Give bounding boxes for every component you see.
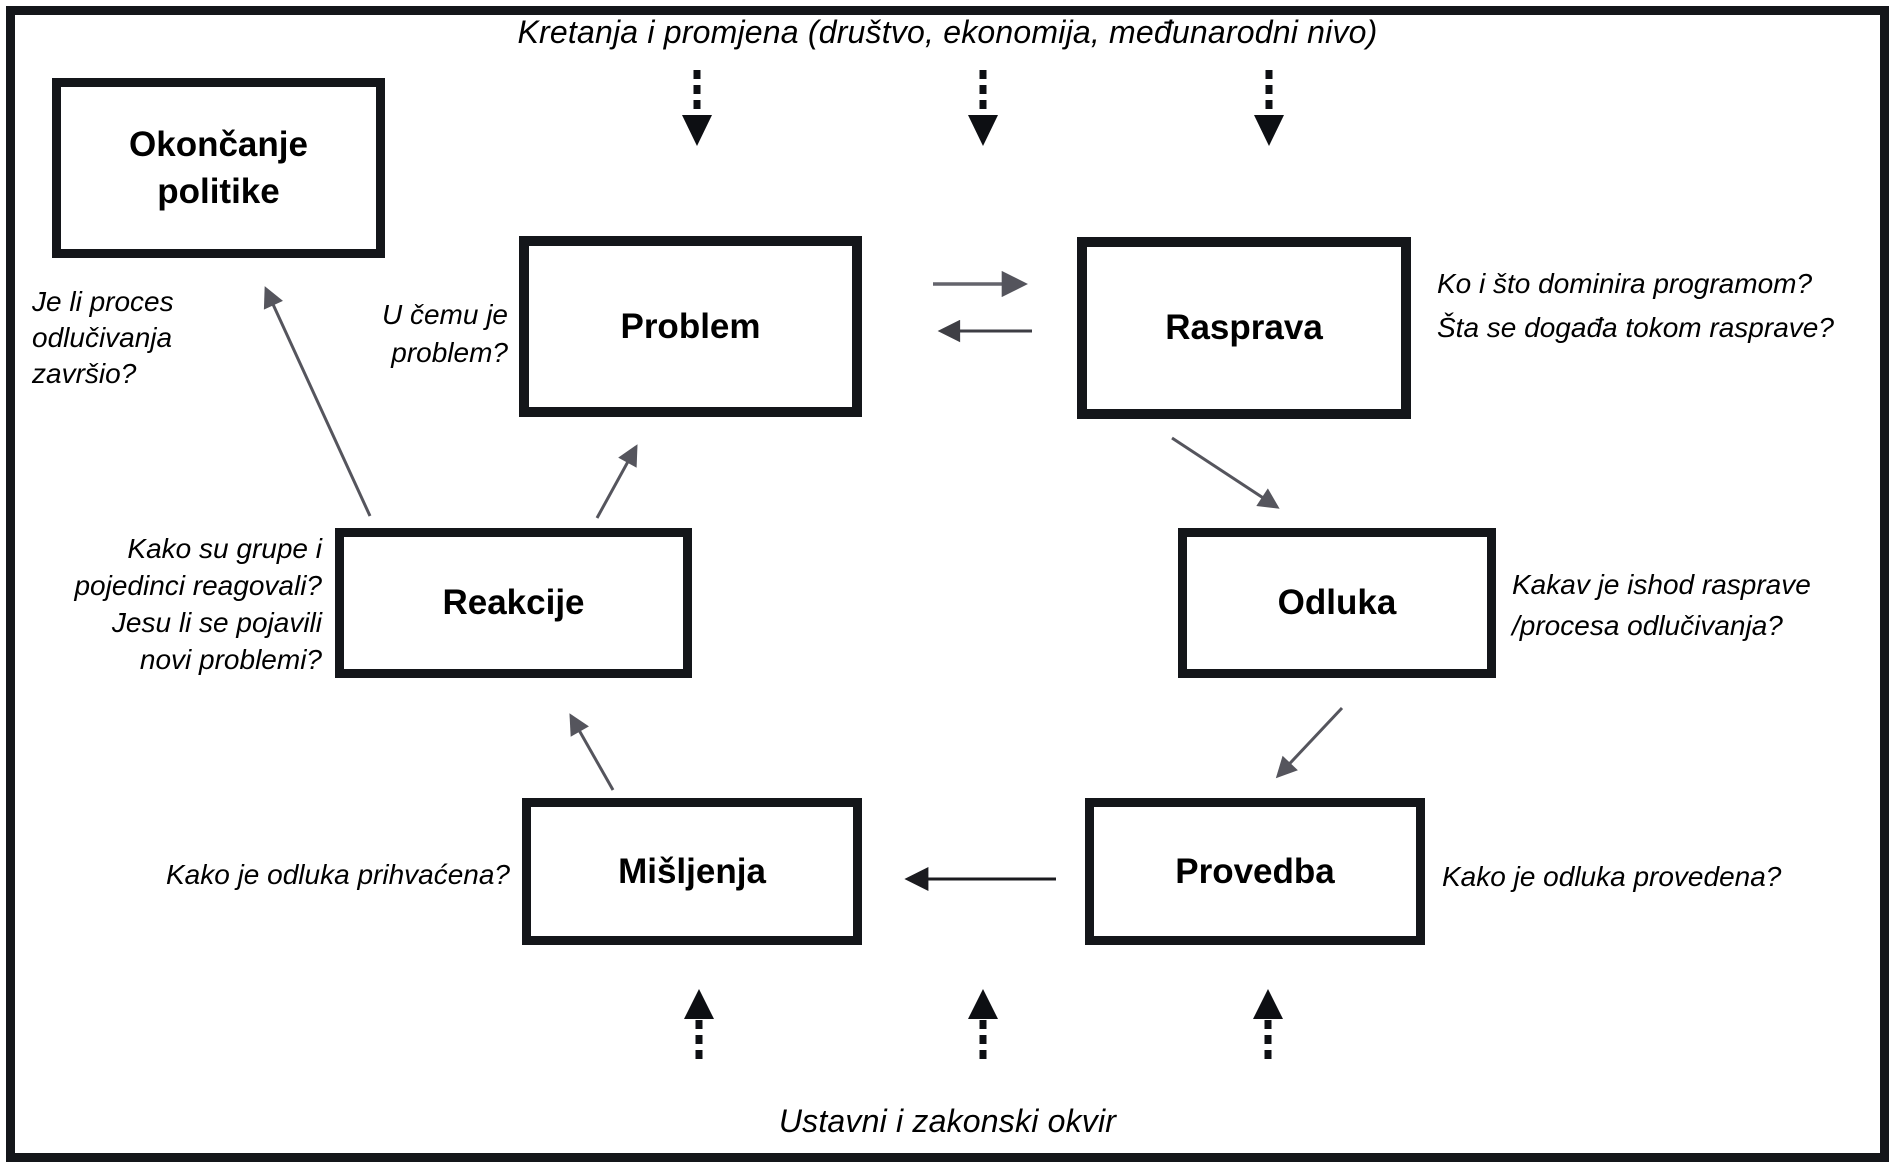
top-banner-text: Kretanja i promjena (društvo, ekonomija,… [517,14,1378,50]
question-line: Ko i što dominira programom? [1437,268,1813,299]
node-problem: Problem [519,236,862,417]
question-line: Šta se događa tokom rasprave? [1437,312,1834,343]
question-line: novi problemi? [139,644,322,675]
question-provedba: Kako je odluka provedena? [1442,858,1781,896]
arrow-misljenja-to-reakcije [569,713,615,791]
dashed-up-arrow-right [1253,989,1283,1063]
node-label: Okončanje politike [129,124,308,211]
question-line: Jesu li se pojavili [111,607,322,638]
node-odluka: Odluka [1178,528,1496,678]
node-okoncanje-politike: Okončanje politike [52,78,385,258]
node-provedba: Provedba [1085,798,1425,945]
question-okoncanje: Je li proces odlučivanja završio? [32,284,174,392]
arrow-rasprava-to-odluka [1171,436,1280,509]
node-label: Mišljenja [618,851,766,891]
question-line: odlučivanja [32,322,173,353]
question-line: završio? [32,358,137,389]
dashed-down-arrow-left [682,70,712,146]
arrow-odluka-to-provedba [1275,706,1344,779]
dashed-down-arrow-right [1254,70,1284,146]
node-label: Provedba [1175,851,1335,891]
question-line: Kako su grupe i [127,533,322,564]
question-line: U čemu je [381,299,508,330]
question-rasprava: Ko i što dominira programom? Šta se doga… [1437,262,1834,350]
node-reakcije: Reakcije [335,528,692,678]
question-problem: U čemu je problem? [382,296,508,372]
bottom-banner-text: Ustavni i zakonski okvir [778,1103,1117,1139]
question-line: Kako je odluka provedena? [1442,861,1782,892]
question-misljenja: Kako je odluka prihvaćena? [166,856,510,894]
node-label: Odluka [1277,583,1397,623]
node-label: Reakcije [442,583,585,623]
question-line: Kako je odluka prihvaćena? [165,859,510,890]
node-label: Rasprava [1165,308,1323,348]
node-rasprava: Rasprava [1077,237,1411,419]
arrow-reakcije-to-okoncanje [263,286,372,517]
node-label: Problem [620,306,761,346]
question-reakcije: Kako su grupe i pojedinci reagovali? Jes… [74,530,322,678]
question-line: /procesa odlučivanja? [1512,610,1783,641]
question-line: Kakav je ishod rasprave [1512,569,1811,600]
node-misljenja: Mišljenja [522,798,862,945]
dashed-up-arrow-center [968,989,998,1063]
dashed-down-arrow-center [968,70,998,146]
question-line: Je li proces [32,286,174,317]
question-odluka: Kakav je ishod rasprave /procesa odlučiv… [1512,564,1811,646]
dashed-up-arrow-left [684,989,714,1063]
arrow-reakcije-to-problem [595,444,638,519]
question-line: problem? [391,337,508,368]
question-line: pojedinci reagovali? [74,570,322,601]
